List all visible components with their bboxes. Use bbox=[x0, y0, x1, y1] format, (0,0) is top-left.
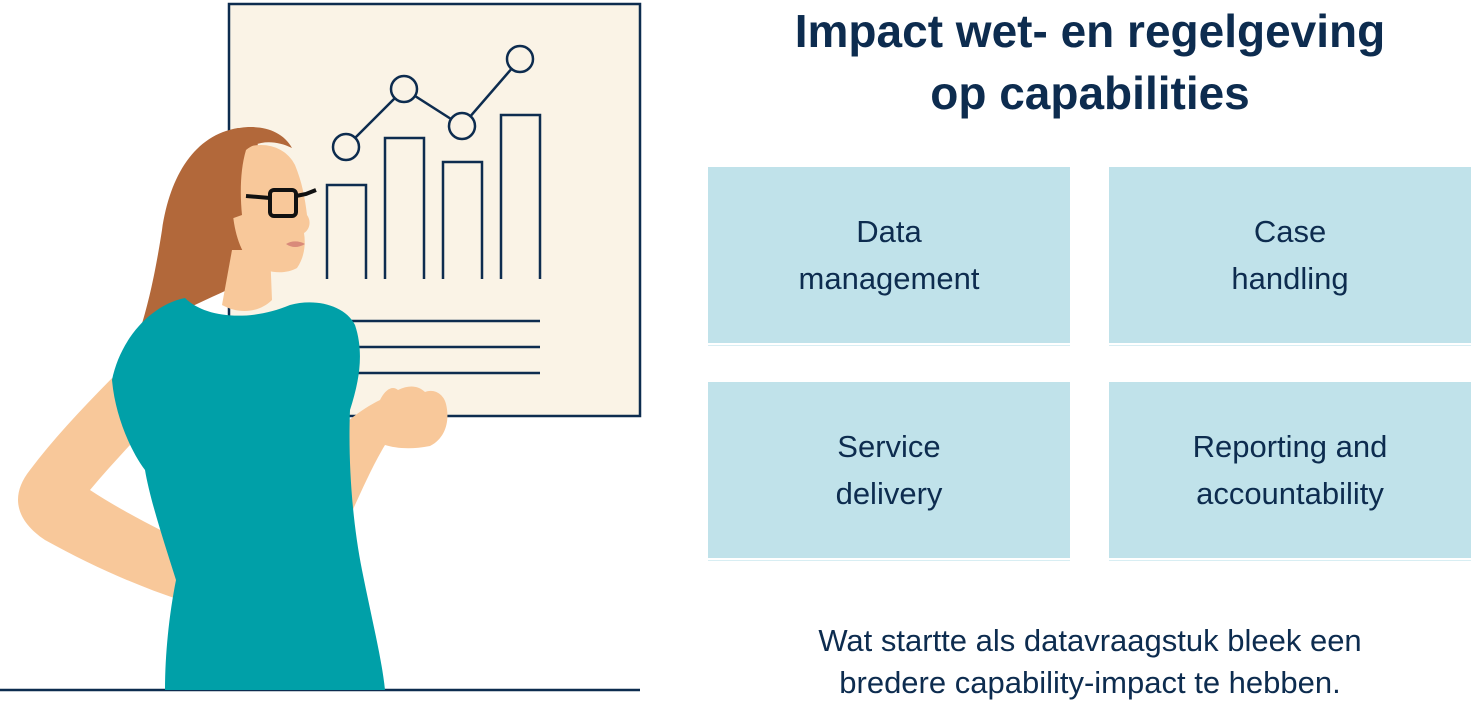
lips bbox=[286, 241, 305, 247]
title-line-2: op capabilities bbox=[930, 67, 1250, 119]
footer-line-1: Wat startte als datavraagstuk bleek een bbox=[818, 623, 1362, 658]
board-bar bbox=[325, 183, 368, 279]
presenter-illustration bbox=[0, 2, 642, 692]
capability-label: Case handling bbox=[1231, 214, 1349, 296]
board-bar-chart bbox=[325, 113, 542, 279]
capability-label: Reporting and accountability bbox=[1192, 429, 1388, 511]
woman-figure bbox=[18, 127, 448, 690]
trend-marker bbox=[447, 111, 477, 141]
capability-label: Data management bbox=[798, 214, 980, 296]
board-text-lines bbox=[330, 319, 540, 375]
footer-caption: Wat startte als datavraagstuk bleek een … bbox=[700, 620, 1472, 704]
glasses-icon bbox=[245, 188, 317, 218]
trend-marker bbox=[389, 74, 419, 104]
trend-marker bbox=[505, 44, 535, 74]
board-bar bbox=[499, 113, 542, 279]
page-title: Impact wet- en regelgeving op capabiliti… bbox=[700, 0, 1472, 124]
dress bbox=[112, 298, 385, 690]
board-bar bbox=[441, 160, 484, 279]
trend-marker bbox=[331, 132, 361, 162]
hair-front bbox=[212, 127, 292, 220]
board-bar bbox=[383, 136, 426, 279]
title-line-1: Impact wet- en regelgeving bbox=[794, 5, 1386, 57]
capability-label: Service delivery bbox=[835, 429, 943, 511]
capability-tile-data-management: Data management bbox=[708, 167, 1070, 345]
raised-arm bbox=[320, 386, 448, 520]
capability-tile-case-handling: Case handling bbox=[1109, 167, 1471, 345]
footer-line-2: bredere capability-impact te hebben. bbox=[839, 665, 1341, 700]
capability-tile-reporting-and-accountability: Reporting and accountability bbox=[1109, 382, 1471, 560]
board-trend-line bbox=[331, 44, 535, 162]
capability-tile-service-delivery: Service delivery bbox=[708, 382, 1070, 560]
hip-arm bbox=[18, 350, 276, 603]
